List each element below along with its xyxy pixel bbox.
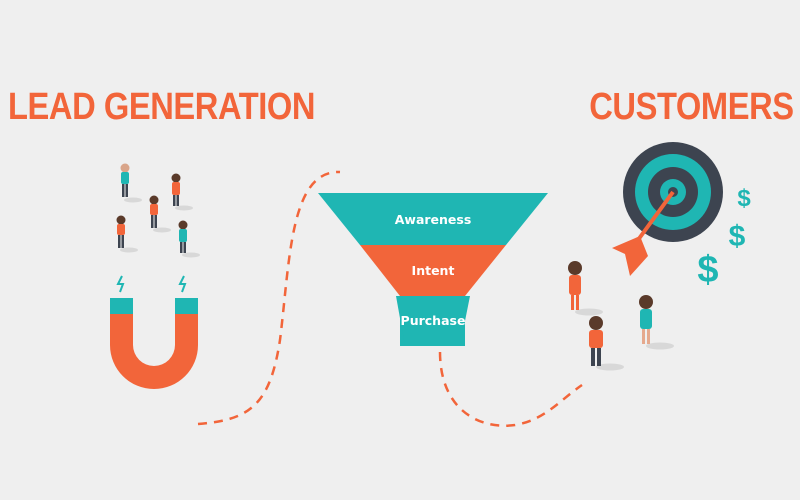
person-icon bbox=[589, 316, 624, 371]
lead-generation-heading: LEAD GENERATION bbox=[8, 86, 316, 128]
dashed-path-left bbox=[197, 170, 341, 426]
dollar-icons: $ $ $ bbox=[697, 185, 751, 291]
dollar-icon: $ bbox=[729, 220, 746, 253]
customer-people-group bbox=[568, 261, 674, 371]
person-icon bbox=[149, 195, 171, 233]
funnel-stage-intent bbox=[360, 245, 506, 296]
dollar-icon: $ bbox=[697, 249, 718, 291]
arrow-icon bbox=[612, 190, 675, 276]
person-icon bbox=[120, 163, 142, 203]
lead-people-group bbox=[116, 163, 200, 258]
dashed-path-right bbox=[438, 351, 583, 427]
funnel: Awareness Intent Purchase bbox=[318, 193, 548, 346]
funnel-label-purchase: Purchase bbox=[401, 313, 466, 328]
funnel-label-awareness: Awareness bbox=[395, 212, 472, 227]
customers-heading: CUSTOMERS bbox=[589, 86, 795, 128]
magnet-icon bbox=[110, 275, 198, 389]
dollar-icon: $ bbox=[737, 185, 751, 212]
person-icon bbox=[171, 173, 193, 211]
person-icon bbox=[116, 215, 138, 253]
person-icon bbox=[178, 220, 200, 258]
person-icon bbox=[639, 295, 674, 350]
funnel-stage-awareness bbox=[318, 193, 548, 245]
funnel-label-intent: Intent bbox=[412, 263, 455, 278]
person-icon bbox=[568, 261, 603, 316]
